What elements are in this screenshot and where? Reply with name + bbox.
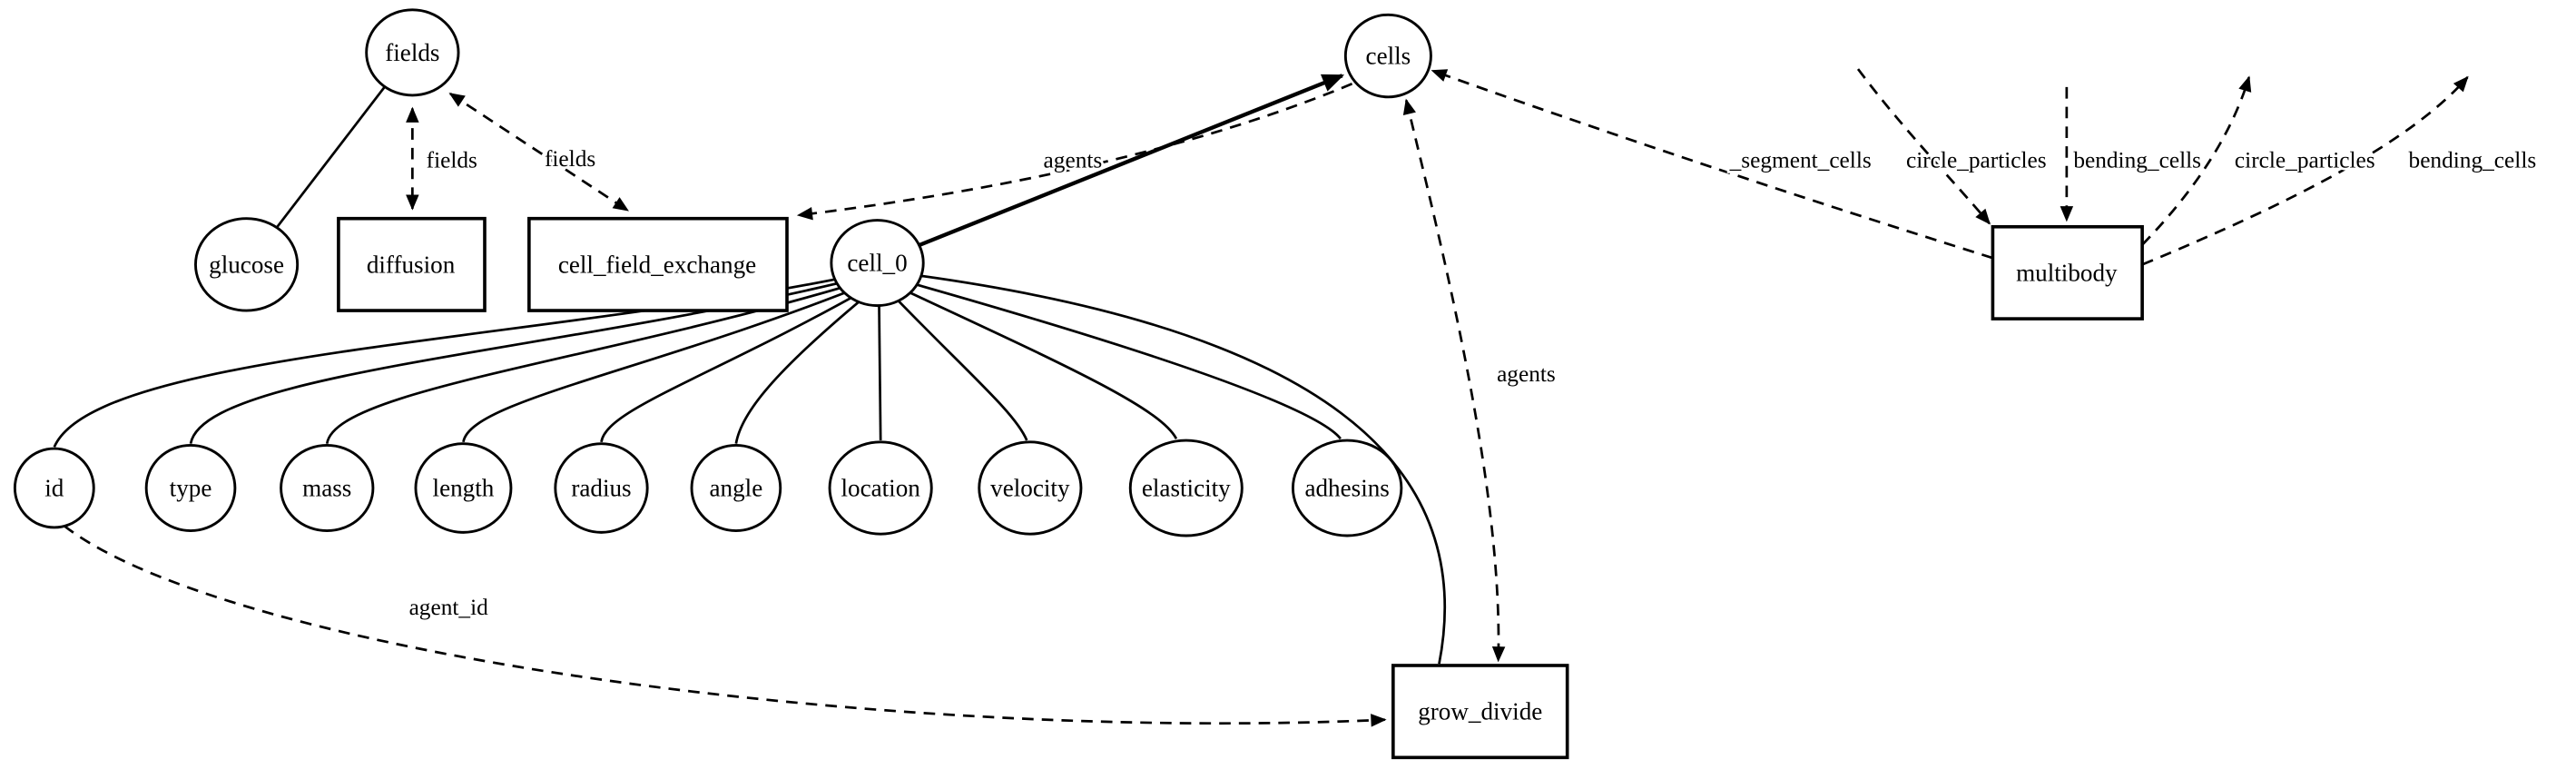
node-velocity: velocity bbox=[978, 440, 1083, 536]
edge-labels-layer: fields fields agents agents agent_id _se… bbox=[407, 143, 2539, 623]
edge-label-circle-particles-2: circle_particles bbox=[2235, 148, 2375, 173]
edge-label-fields-2: fields bbox=[545, 146, 595, 172]
edge-cell0-angle bbox=[734, 288, 875, 444]
edge-cell0-elasticity bbox=[894, 284, 1178, 439]
node-adhesins-shape bbox=[1291, 439, 1403, 537]
node-grow-divide-label: grow_divide bbox=[1418, 698, 1542, 725]
node-type-label: type bbox=[170, 475, 212, 502]
node-elasticity: elasticity bbox=[1128, 439, 1244, 537]
node-length-label: length bbox=[433, 475, 495, 502]
node-mass: mass bbox=[280, 444, 375, 533]
node-adhesins-label: adhesins bbox=[1304, 475, 1389, 502]
node-id: id bbox=[13, 447, 95, 529]
node-mass-shape bbox=[280, 444, 375, 533]
edge-label-fields-1: fields bbox=[427, 148, 477, 173]
node-location: location bbox=[828, 440, 933, 536]
node-cells-shape bbox=[1343, 13, 1432, 99]
node-cell-field-exchange-label: cell_field_exchange bbox=[558, 251, 756, 278]
edge-cell0-adhesins bbox=[903, 280, 1342, 440]
node-elasticity-label: elasticity bbox=[1142, 475, 1231, 502]
edge-glucose-fields bbox=[275, 86, 386, 230]
edge-label-segment-cells: _segment_cells bbox=[1729, 148, 1872, 173]
edge-cells-cell-field-exchange bbox=[796, 83, 1353, 221]
node-cells-label: cells bbox=[1366, 43, 1411, 70]
node-diffusion: diffusion bbox=[337, 216, 487, 312]
node-type-shape bbox=[144, 444, 237, 533]
node-glucose-shape bbox=[194, 217, 300, 312]
node-adhesins: adhesins bbox=[1291, 439, 1403, 537]
node-fields: fields bbox=[365, 8, 460, 97]
node-grow-divide-shape bbox=[1391, 664, 1569, 760]
node-elasticity-shape bbox=[1128, 439, 1244, 537]
node-length-shape bbox=[414, 442, 513, 534]
node-diffusion-label: diffusion bbox=[367, 251, 456, 278]
node-cell-0-shape bbox=[830, 219, 925, 308]
edge-grow-divide-cells bbox=[1402, 98, 1506, 663]
node-velocity-label: velocity bbox=[990, 475, 1070, 502]
node-multibody-label: multibody bbox=[2016, 259, 2118, 286]
edge-label-bending-cells-1: bending_cells bbox=[2073, 148, 2201, 173]
node-cell-0-label: cell_0 bbox=[847, 250, 907, 277]
edge-from-multibody-up-2 bbox=[2141, 75, 2469, 266]
nodes-layer: fields glucose diffusion cell_field_exch… bbox=[13, 8, 2144, 760]
node-type: type bbox=[144, 444, 237, 533]
node-angle-label: angle bbox=[710, 475, 763, 502]
edge-cell0-cells bbox=[919, 74, 1345, 247]
edge-multibody-cells bbox=[1431, 69, 1993, 260]
node-diffusion-shape bbox=[337, 216, 487, 312]
node-radius-label: radius bbox=[571, 475, 631, 502]
edge-label-circle-particles-1: circle_particles bbox=[1906, 148, 2047, 173]
edge-label-bending-cells-2: bending_cells bbox=[2409, 148, 2537, 173]
edge-cell0-radius bbox=[600, 284, 873, 443]
node-cell-0: cell_0 bbox=[830, 219, 925, 308]
node-id-label: id bbox=[44, 475, 64, 502]
node-location-shape bbox=[828, 440, 933, 536]
edge-cell0-velocity bbox=[886, 288, 1028, 441]
node-cell-field-exchange-shape bbox=[527, 216, 789, 312]
edge-from-multibody-up-1 bbox=[2141, 75, 2252, 246]
edge-cell-field-exchange-fields bbox=[448, 93, 629, 212]
node-velocity-shape bbox=[978, 440, 1083, 536]
node-fields-shape bbox=[365, 8, 460, 97]
node-location-label: location bbox=[841, 475, 920, 502]
node-glucose-label: glucose bbox=[209, 251, 284, 278]
node-multibody-shape bbox=[1991, 224, 2144, 320]
edge-cell0-grow-divide bbox=[909, 272, 1447, 665]
edge-cell0-location bbox=[877, 292, 882, 441]
edge-cell0-length bbox=[462, 281, 871, 443]
node-glucose: glucose bbox=[194, 217, 300, 312]
node-cell-field-exchange: cell_field_exchange bbox=[527, 216, 789, 312]
node-angle-shape bbox=[690, 444, 782, 533]
edge-into-multibody-left bbox=[1856, 68, 1991, 225]
edge-id-grow-divide bbox=[63, 525, 1387, 727]
node-angle: angle bbox=[690, 444, 782, 533]
node-fields-label: fields bbox=[385, 39, 439, 66]
edges-layer bbox=[53, 68, 2469, 727]
node-multibody: multibody bbox=[1991, 224, 2144, 320]
node-radius-shape bbox=[554, 442, 649, 534]
node-length: length bbox=[414, 442, 513, 534]
edge-label-agent-id: agent_id bbox=[409, 595, 489, 620]
node-id-shape bbox=[13, 447, 95, 529]
node-grow-divide: grow_divide bbox=[1391, 664, 1569, 760]
node-mass-label: mass bbox=[302, 475, 351, 502]
node-radius: radius bbox=[554, 442, 649, 534]
edge-label-agents-2: agents bbox=[1497, 361, 1556, 387]
edge-label-agents-1: agents bbox=[1044, 148, 1103, 173]
node-cells: cells bbox=[1343, 13, 1432, 99]
